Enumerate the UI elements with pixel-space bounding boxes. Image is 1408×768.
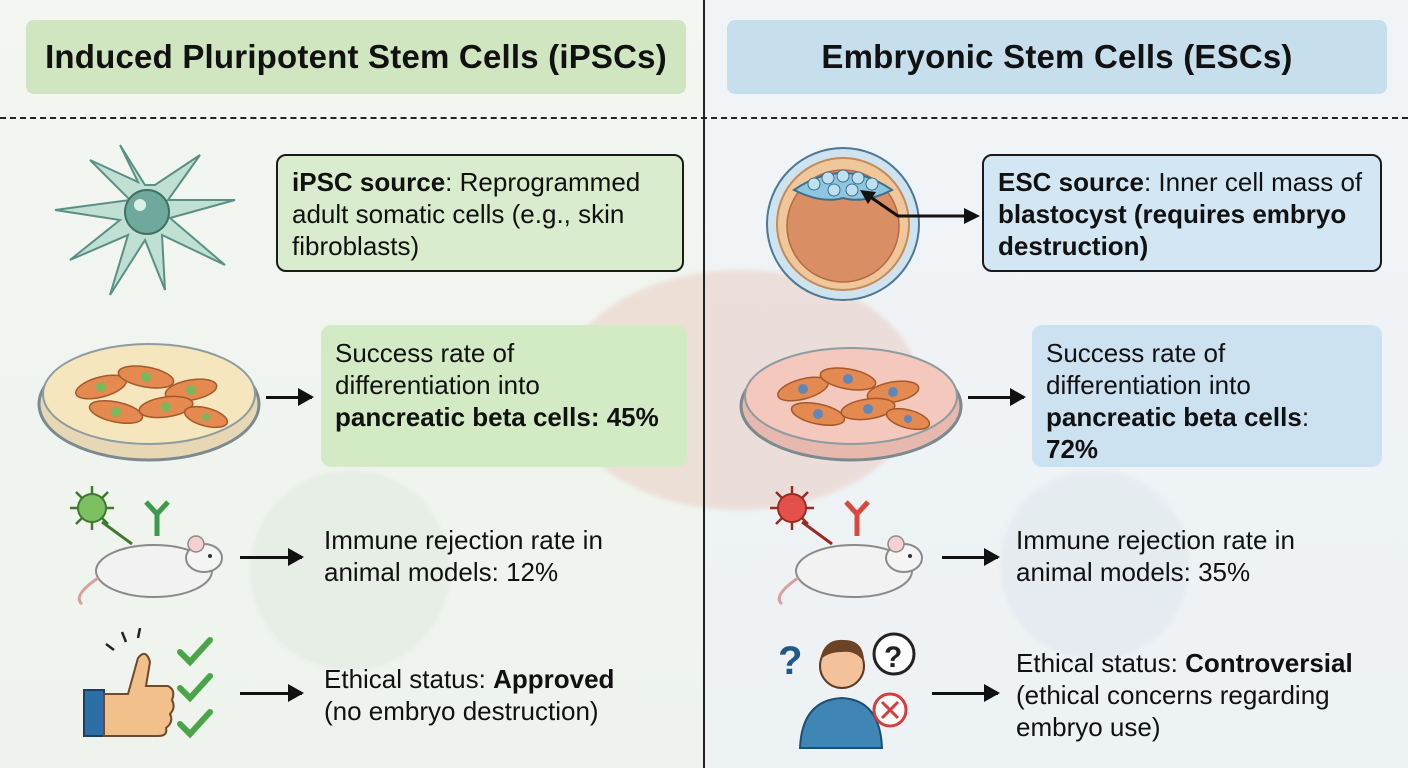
arrow-icon xyxy=(932,684,1000,702)
esc-source-text: : Inner cell mass of xyxy=(1143,167,1363,197)
esc-success-box: Success rate of differentiation into pan… xyxy=(1032,325,1382,467)
esc-source-label: ESC source xyxy=(998,167,1144,197)
double-arrow-icon xyxy=(860,190,980,224)
ipsc-success-bold: pancreatic beta cells xyxy=(335,402,591,432)
esc-title: Embryonic Stem Cells (ESCs) xyxy=(821,38,1293,75)
esc-success-bold: pancreatic beta cells xyxy=(1046,402,1302,432)
arrow-icon xyxy=(942,548,1000,566)
esc-ethics-text: Ethical status: Controversial(ethical co… xyxy=(1016,647,1396,743)
virus-antibody-mouse-icon xyxy=(770,486,923,606)
confused-person-icon: ? ? xyxy=(778,632,916,749)
virus-antibody-mouse-icon xyxy=(70,486,223,606)
esc-source-bold: blastocyst (requires embryo destruction) xyxy=(998,199,1347,261)
petri-dish-icon xyxy=(739,347,963,462)
ipsc-ethics-status: Approved xyxy=(493,664,615,694)
vertical-divider xyxy=(703,0,705,768)
esc-success-value: 72% xyxy=(1046,434,1099,464)
arrow-icon xyxy=(240,548,304,566)
arrow-icon xyxy=(266,388,314,406)
esc-ethics-prefix: Ethical status: xyxy=(1016,648,1186,678)
ipsc-ethics-note: (no embryo destruction) xyxy=(324,696,599,726)
esc-success-colon: : xyxy=(1301,402,1310,432)
svg-text:?: ? xyxy=(778,639,802,683)
ipsc-ethics-prefix: Ethical status: xyxy=(324,664,494,694)
ipsc-title: Induced Pluripotent Stem Cells (iPSCs) xyxy=(45,38,667,75)
background-cell-shape xyxy=(1000,470,1190,660)
ipsc-source-box: iPSC source: Reprogrammed adult somatic … xyxy=(276,154,684,272)
petri-dish-icon xyxy=(37,343,261,462)
svg-text:?: ? xyxy=(884,641,902,674)
esc-ethics-status: Controversial xyxy=(1185,648,1353,678)
fibroblast-cell-icon xyxy=(54,144,236,296)
ipsc-immune-text: Immune rejection rate in animal models: … xyxy=(324,525,603,587)
esc-source-box: ESC source: Inner cell mass of blastocys… xyxy=(982,154,1382,272)
ipsc-source-text: : Reprogrammed adult somatic cells (e.g.… xyxy=(292,167,641,261)
esc-immune-text: Immune rejection rate in animal models: … xyxy=(1016,525,1295,587)
blastocyst-icon xyxy=(766,147,920,301)
ipsc-success-prefix: Success rate of differentiation into xyxy=(335,338,540,400)
arrow-icon xyxy=(968,388,1026,406)
ipsc-source-label: iPSC source xyxy=(292,167,446,197)
background-cell-shape xyxy=(250,470,450,670)
arrow-icon xyxy=(240,684,304,702)
esc-ethics-note: (ethical concerns regarding embryo use) xyxy=(1016,680,1330,742)
ipsc-success-value: : 45% xyxy=(590,402,659,432)
thumbs-up-checklist-icon xyxy=(83,628,213,739)
ipsc-success-box: Success rate of differentiation into pan… xyxy=(321,325,687,467)
ipsc-header: Induced Pluripotent Stem Cells (iPSCs) xyxy=(26,20,686,94)
esc-header: Embryonic Stem Cells (ESCs) xyxy=(727,20,1387,94)
dashed-separator xyxy=(0,117,1408,119)
ipsc-ethics-text: Ethical status: Approved(no embryo destr… xyxy=(324,663,664,727)
esc-success-prefix: Success rate of differentiation into xyxy=(1046,338,1251,400)
